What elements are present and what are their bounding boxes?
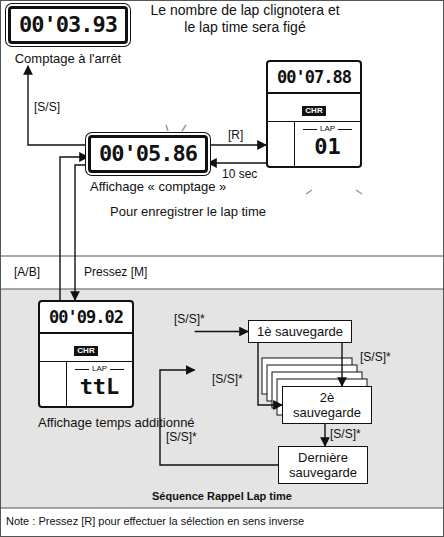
note-line — [1, 508, 443, 509]
display-caption: Affichage « comptage » — [90, 179, 226, 194]
memory-box: 1è sauvegarde — [248, 320, 352, 343]
flow-arrow — [60, 157, 88, 300]
box-text: 1è sauvegarde — [257, 324, 343, 339]
flow-arrow — [75, 165, 88, 300]
lap-value: 01 — [297, 134, 358, 160]
lcd-screen: 00'03.93 — [8, 6, 128, 44]
button-label: [S/S]* — [174, 312, 205, 326]
box-text: Dernière sauvegarde — [287, 450, 359, 480]
lap-cell: LAPttL — [67, 362, 132, 406]
lower-display: LAP01 — [268, 121, 360, 166]
sequence-title: Séquence Rappel Lap time — [0, 489, 444, 503]
lcd-digits: 00'09.02 — [40, 302, 132, 334]
lcd-display: 00'03.93Comptage à l'arrêt — [8, 6, 128, 66]
watch-face: 00'09.02CHR LAPttL — [38, 300, 134, 408]
mode-row: CHR — [268, 94, 360, 121]
flow-arrow — [341, 343, 342, 386]
watch-display: 00'07.88CHR LAP01 — [266, 60, 362, 168]
lcd-digits: 00'03.93 — [19, 12, 117, 38]
button-label: Pressez [M] — [84, 265, 147, 279]
memory-box: 2è sauvegarde — [282, 386, 372, 424]
blank-cell — [268, 122, 295, 166]
blank-cell — [40, 362, 67, 406]
mode-badge: CHR — [302, 106, 325, 116]
button-label: [S/S]* — [330, 427, 361, 441]
flow-arrow — [258, 343, 282, 405]
button-label: [A/B] — [14, 265, 40, 279]
watch-face: 00'07.88CHR LAP01 — [266, 60, 362, 168]
flow-arrow — [324, 424, 325, 446]
display-caption: Comptage à l'arrêt — [8, 51, 128, 66]
grey-panel — [1, 289, 443, 508]
lap-cell: LAP01 — [295, 122, 360, 166]
lcd-display: 00'05.86Affichage « comptage » — [88, 135, 208, 173]
button-label: [S/S]* — [166, 430, 197, 444]
flow-arrow — [208, 162, 266, 163]
lap-value: ttL — [69, 374, 130, 400]
flow-arrow — [208, 144, 266, 145]
button-label: [S/S] — [34, 100, 60, 114]
note-text: Le nombre de lap clignotera et le lap ti… — [150, 2, 340, 36]
flow-arrow — [28, 66, 88, 145]
band-line — [1, 289, 443, 290]
lap-indicator: LAP — [297, 124, 358, 134]
mode-row: CHR — [40, 334, 132, 361]
box-text: 2è sauvegarde — [291, 390, 363, 420]
band-line — [1, 256, 443, 257]
memory-box: Dernière sauvegarde — [278, 446, 368, 484]
button-label: 10 sec — [222, 167, 257, 181]
lower-display: LAPttL — [40, 361, 132, 406]
mode-badge: CHR — [74, 346, 97, 356]
lap-indicator: LAP — [69, 364, 130, 374]
note-text: Pour enregistrer le lap time — [110, 204, 266, 220]
button-label: [R] — [228, 128, 243, 142]
lcd-digits: 00'05.86 — [99, 141, 197, 167]
flow-arrow — [195, 331, 248, 332]
lcd-screen: 00'05.86 — [88, 135, 208, 173]
lcd-digits: 00'07.88 — [268, 62, 360, 94]
display-caption: Affichage temps additionné — [38, 415, 195, 430]
button-label: [S/S]* — [212, 372, 243, 386]
watch-display: 00'09.02CHR LAPttL Affichage temps additio… — [38, 300, 195, 430]
footnote: Note : Pressez [R] pour effectuer la sél… — [6, 514, 304, 528]
button-label: [S/S]* — [360, 350, 391, 364]
